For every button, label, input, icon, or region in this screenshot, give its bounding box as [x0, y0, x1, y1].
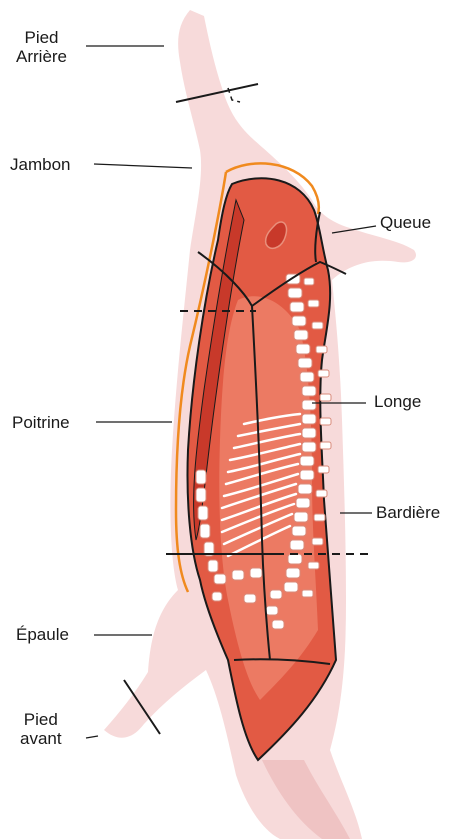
label-epaule: Épaule: [16, 625, 69, 644]
label-poitrine: Poitrine: [12, 413, 70, 432]
label-bardiere: Bardière: [376, 503, 440, 522]
label-pied-arriere: Pied Arrière: [16, 28, 67, 66]
label-longe: Longe: [374, 392, 421, 411]
label-jambon: Jambon: [10, 155, 70, 174]
label-queue: Queue: [380, 213, 431, 232]
label-pied-avant: Pied avant: [20, 710, 62, 748]
